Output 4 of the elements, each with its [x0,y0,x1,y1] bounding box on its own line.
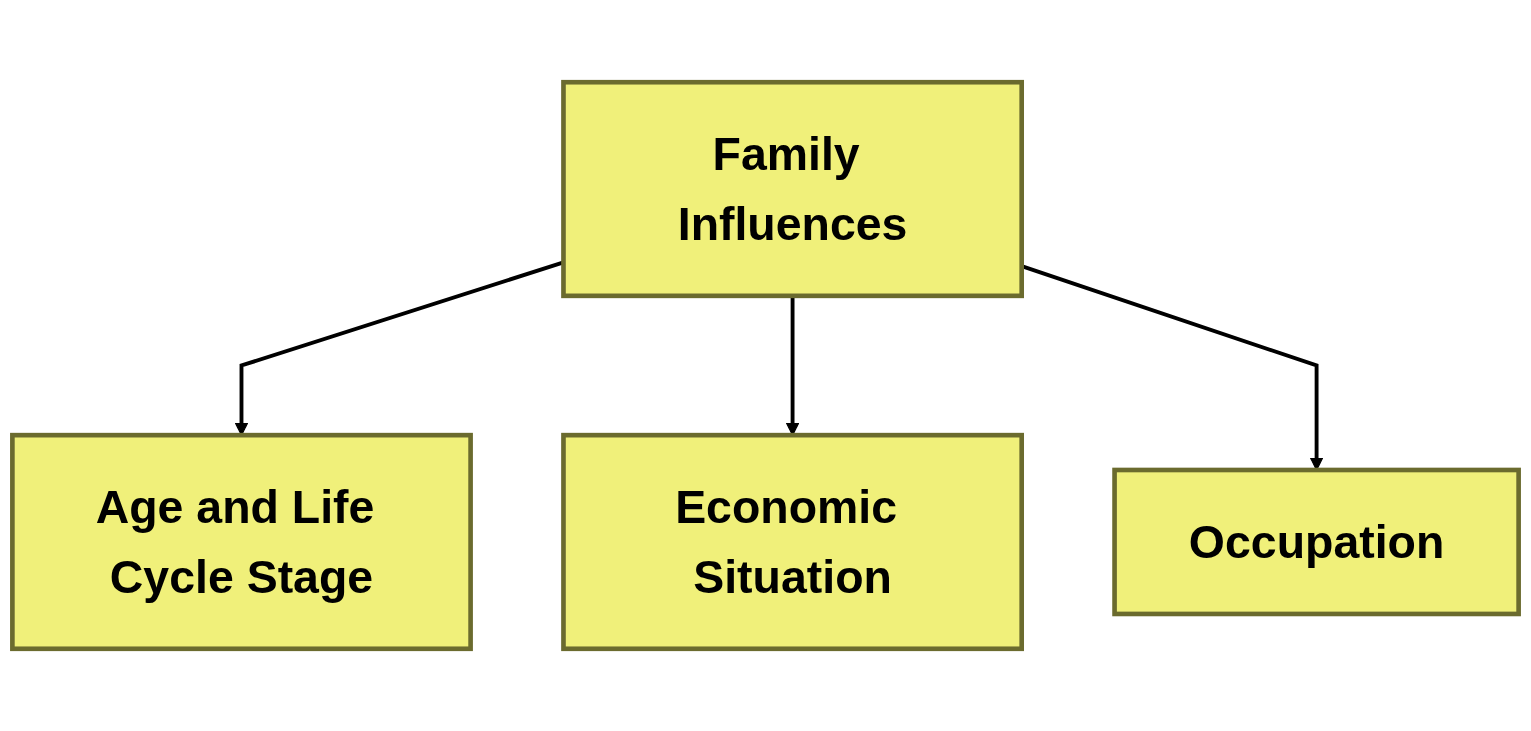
node-box: Family Influences [561,79,1024,299]
node-box: Occupation [1112,467,1521,617]
node-box: Age and Life Cycle Stage [10,432,473,652]
node-box: Economic Situation [561,432,1024,652]
